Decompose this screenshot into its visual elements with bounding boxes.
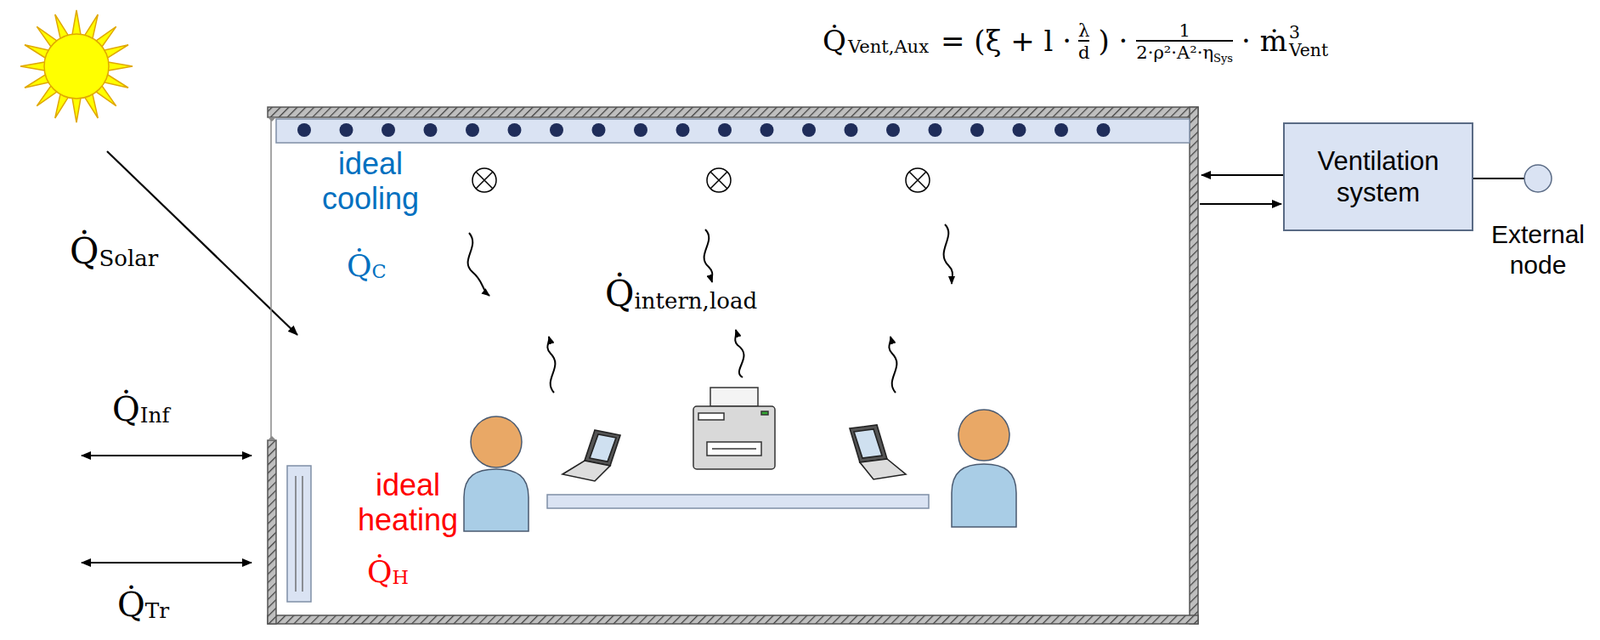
solar-arrow [107, 151, 298, 335]
internal-load-label: Q̇intern,load [604, 273, 758, 315]
denominator: d [1078, 39, 1091, 63]
pipe-dot [465, 123, 480, 137]
label-text: = (ξ + l · [940, 24, 1072, 58]
numerator: 1 [1178, 20, 1190, 40]
denominator: 2·ρ²·A²·ηSys [1136, 39, 1233, 63]
connector [1473, 178, 1525, 180]
desk [547, 494, 929, 509]
pipe-dot [928, 123, 943, 137]
infiltration-label: Q̇Inf [112, 389, 170, 429]
label-text: Q̇ [367, 554, 393, 589]
sun-ray [20, 62, 46, 72]
heating-flux-label: Q̇H [367, 554, 409, 589]
label-text: 1 [1178, 19, 1190, 41]
room-walls [267, 107, 1199, 624]
cooling-ceiling [276, 118, 1190, 143]
pipe-dot [760, 123, 775, 137]
external-node: External node [1483, 163, 1593, 281]
heating-label: ideal heating [339, 467, 476, 538]
label-text: · ṁ [1241, 24, 1288, 58]
label-text: ideal heating [339, 467, 476, 538]
label-text: ) · [1097, 24, 1128, 58]
label-text: Q̇ [822, 24, 847, 58]
node-circle-shape [1524, 164, 1552, 193]
sun-disc [44, 33, 109, 99]
label-text: 3 [1289, 23, 1329, 41]
person-right [951, 409, 1017, 527]
pipe-dot [549, 123, 564, 137]
cooling-flux-label: Q̇C [346, 248, 387, 283]
system-box: Ventilation system [1283, 122, 1474, 232]
label-text: Q̇ [117, 584, 146, 624]
label-text: Solar [98, 246, 159, 272]
pipe-dot [802, 123, 816, 137]
heat-flow-arrows [468, 224, 953, 393]
pipe-dot [633, 123, 648, 137]
cooling-label: ideal cooling [302, 146, 439, 217]
label-text: Q̇ [69, 231, 99, 272]
formula: Q̇Vent,Aux= (ξ + l ·λd) ·12·ρ²·A²·ηSys· … [822, 20, 1329, 63]
pipe-dot [297, 123, 311, 137]
label-text: Q̇ [604, 273, 634, 315]
cooling-pipes [297, 123, 1111, 137]
label-text: λ [1078, 19, 1090, 41]
label-text: Sys [1213, 51, 1233, 65]
fraction: λd [1078, 20, 1091, 63]
pipe-dot [970, 123, 984, 137]
label-text: 2·ρ²·A²·η [1136, 41, 1214, 63]
sun-ray [72, 96, 82, 123]
laptop-left [562, 429, 621, 481]
pipe-dot [592, 123, 606, 137]
sun-ray [107, 62, 133, 72]
node-circle [1522, 163, 1554, 194]
label-text: Q̇ [346, 248, 373, 283]
sun-ray [72, 10, 82, 36]
node-text: Ventilation system [1291, 145, 1465, 209]
label-text: Inf [140, 403, 170, 429]
laptop-right [849, 424, 906, 480]
fraction: 12·ρ²·A²·ηSys [1136, 20, 1233, 63]
label-text: intern,load [633, 288, 758, 315]
pipe-dot [1054, 123, 1069, 137]
sun [20, 10, 133, 123]
super-subscript: 3Vent [1289, 23, 1329, 59]
exhaust-air-arrow [1199, 203, 1282, 205]
label-text: Vent [1289, 41, 1329, 59]
label-text: C [372, 260, 387, 283]
solar-gain-label: Q̇Solar [69, 231, 159, 272]
label-text: ideal cooling [302, 146, 439, 217]
infiltration-arrow [81, 454, 252, 457]
pipe-dot [676, 123, 690, 137]
ceiling-outlets [472, 168, 930, 193]
heater [287, 465, 311, 602]
pipe-dot [1096, 123, 1111, 137]
supply-air-arrow [1201, 174, 1284, 176]
label-text: Q̇ [112, 389, 141, 429]
label-text: d [1078, 41, 1091, 63]
pipe-dot [508, 123, 522, 137]
node-text: External node [1483, 219, 1593, 281]
pipe-dot [424, 123, 438, 137]
transmission-label: Q̇Tr [117, 584, 170, 624]
pipe-dot [339, 123, 354, 137]
label-text: Vent,Aux [848, 36, 929, 57]
label-text: Tr [145, 599, 170, 624]
pipe-dot [381, 123, 396, 137]
pipe-dot [1012, 123, 1027, 137]
pipe-dot [886, 123, 900, 137]
pipe-dot [844, 123, 859, 137]
pipe-dot [718, 123, 732, 137]
person-left [463, 416, 529, 532]
label-text: H [392, 566, 409, 589]
numerator: λ [1078, 20, 1090, 40]
connector-line [1473, 177, 1525, 180]
transmission-arrow [81, 561, 252, 564]
printer [693, 387, 775, 470]
